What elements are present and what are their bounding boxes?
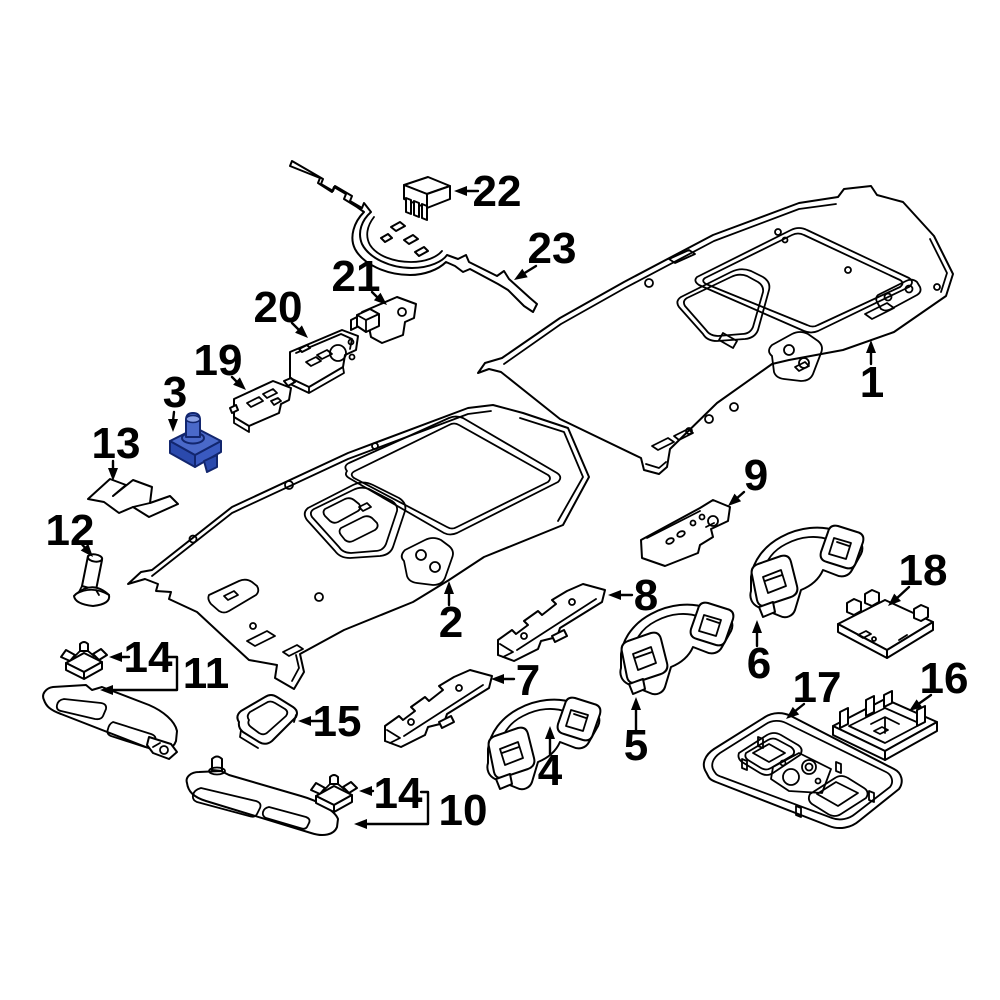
callout-arrow-14-left <box>109 652 131 662</box>
callout-arrow-7 <box>491 674 516 684</box>
callout-3[interactable]: 3 <box>163 368 187 417</box>
callout-arrow-6 <box>752 620 762 648</box>
callout-arrow-18 <box>888 585 911 606</box>
clip-13 <box>87 478 179 518</box>
callout-6[interactable]: 6 <box>747 639 771 688</box>
callout-15[interactable]: 15 <box>313 697 362 746</box>
sun-visor-10 <box>185 755 339 836</box>
callout-arrow-5 <box>631 697 641 732</box>
overhead-console-17 <box>702 712 903 830</box>
callout-14-right[interactable]: 14 <box>374 769 423 818</box>
visor-clip-14-left <box>60 641 108 680</box>
callout-arrow-23 <box>514 264 538 280</box>
callout-14-left[interactable]: 14 <box>124 633 173 682</box>
callout-11[interactable]: 11 <box>183 649 230 698</box>
callout-16[interactable]: 16 <box>920 654 969 703</box>
roof-bracket-8 <box>497 583 606 662</box>
callout-8[interactable]: 8 <box>634 571 658 620</box>
harness-connector <box>403 176 451 221</box>
lamp-bracket-21 <box>350 296 417 344</box>
lamp-plate-19 <box>229 377 296 433</box>
callout-leader-11 <box>100 655 179 695</box>
callout-arrow-3 <box>168 410 178 432</box>
callout-arrow-22 <box>454 186 480 196</box>
overhead-module-18 <box>837 589 934 659</box>
callout-arrow-9 <box>728 490 746 506</box>
callout-leader-10 <box>354 790 430 829</box>
highlighted-clip-part-3[interactable] <box>169 412 222 473</box>
callout-arrow-19 <box>230 375 246 390</box>
callout-23[interactable]: 23 <box>528 224 577 273</box>
callout-arrow-1 <box>866 340 876 366</box>
console-housing-16 <box>832 690 938 761</box>
callout-17[interactable]: 17 <box>793 663 842 712</box>
callout-13[interactable]: 13 <box>92 419 141 468</box>
callout-arrow-16 <box>909 693 933 711</box>
callout-5[interactable]: 5 <box>624 721 648 770</box>
callout-arrow-14-right <box>359 786 375 796</box>
callout-21[interactable]: 21 <box>332 252 381 301</box>
roof-wiring-harness <box>289 160 538 313</box>
roof-bracket-9 <box>640 499 731 567</box>
visor-retainer-15 <box>236 694 298 749</box>
callout-12[interactable]: 12 <box>46 506 95 555</box>
callout-arrow-17 <box>786 702 806 719</box>
headliner-panel-front <box>127 404 590 690</box>
callout-labels: 1 2 3 4 5 6 7 8 9 10 11 12 13 14 14 15 1… <box>46 167 969 835</box>
headliner-panel-rear <box>477 185 954 475</box>
callout-19[interactable]: 19 <box>194 336 243 385</box>
callout-2[interactable]: 2 <box>439 598 463 647</box>
callout-1[interactable]: 1 <box>860 358 884 407</box>
callout-arrow-15 <box>298 716 324 726</box>
callout-arrow-21 <box>370 290 387 305</box>
callout-18[interactable]: 18 <box>899 546 948 595</box>
callout-4[interactable]: 4 <box>538 746 563 795</box>
callout-10[interactable]: 10 <box>439 786 488 835</box>
callout-arrow-13 <box>108 459 118 481</box>
callout-9[interactable]: 9 <box>744 451 768 500</box>
lamp-plate-20 <box>289 329 359 394</box>
callout-arrow-2 <box>444 581 454 607</box>
callout-20[interactable]: 20 <box>254 283 303 332</box>
callout-arrow-8 <box>608 590 634 600</box>
sun-visor-11 <box>42 684 178 760</box>
visor-screw-12 <box>73 553 111 607</box>
callout-7[interactable]: 7 <box>516 656 540 705</box>
callout-arrow-20 <box>290 321 308 338</box>
callout-22[interactable]: 22 <box>473 167 522 216</box>
roof-bracket-7 <box>384 669 493 748</box>
callout-arrow-12 <box>78 540 93 557</box>
callout-arrow-4 <box>545 726 555 756</box>
